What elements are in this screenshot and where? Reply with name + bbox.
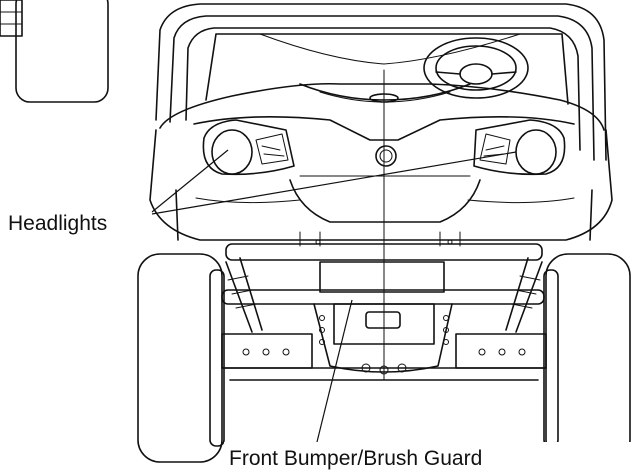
adjacent-wheel xyxy=(0,0,109,103)
bumper-label-bg xyxy=(224,442,636,476)
headlights-leader-line xyxy=(151,151,517,215)
headlights-label: Headlights xyxy=(8,212,107,235)
steering-wheel xyxy=(423,37,529,99)
bumper-leader-line xyxy=(315,299,353,447)
front-bumper-label: Front Bumper/Brush Guard xyxy=(229,447,482,470)
headlights-leader-line xyxy=(151,149,229,213)
headlights-label-bg xyxy=(4,206,150,236)
suspension xyxy=(221,257,547,381)
hood xyxy=(159,69,605,381)
left-tire xyxy=(137,253,225,463)
front-bumper-brush-guard xyxy=(221,231,545,375)
right-headlight xyxy=(473,119,566,176)
left-headlight xyxy=(202,119,295,176)
right-tire xyxy=(543,253,631,463)
front-fascia xyxy=(149,129,613,241)
roll-cage xyxy=(155,3,607,161)
